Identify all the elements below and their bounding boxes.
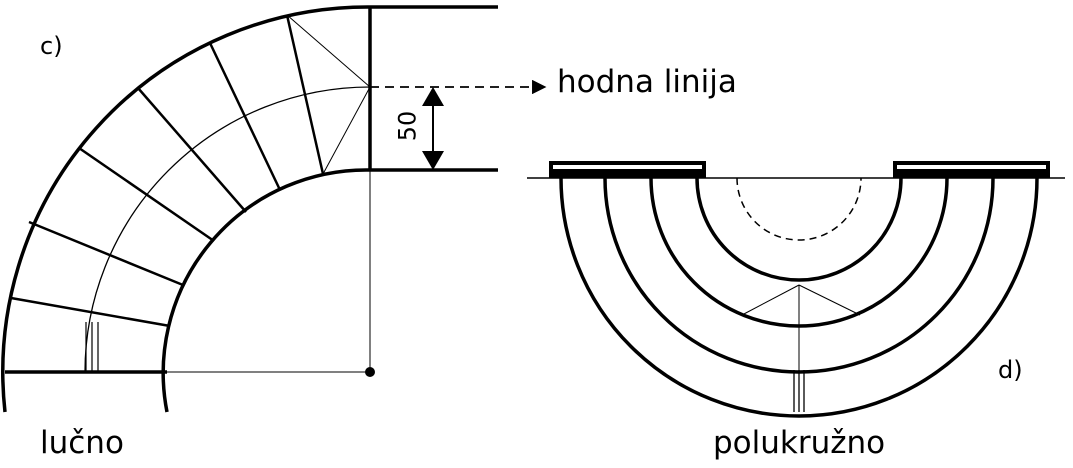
construction-line bbox=[741, 284, 800, 316]
tread-line bbox=[137, 87, 247, 213]
landing-slab-right bbox=[893, 161, 1050, 178]
outer-wall-arc bbox=[1, 5, 371, 413]
inner-wall-arc bbox=[161, 168, 371, 413]
tread-line bbox=[10, 296, 171, 328]
stair-arc bbox=[695, 177, 903, 282]
stair-arc bbox=[559, 177, 1039, 418]
construction-line bbox=[286, 14, 371, 88]
arched-stair-caption: lučno bbox=[40, 425, 124, 461]
tread-line bbox=[285, 14, 325, 175]
dashed-arc bbox=[736, 177, 862, 241]
dimension-arrow-up bbox=[422, 87, 444, 106]
walking-line-arc bbox=[84, 86, 371, 373]
figure-c-label: c) bbox=[40, 32, 63, 60]
tread-line bbox=[28, 220, 184, 287]
landing-slab-left bbox=[549, 161, 706, 178]
dimension-label: 50 bbox=[393, 110, 422, 142]
semicircular-stair-caption: polukružno bbox=[713, 425, 886, 461]
semicircular-stair-figure bbox=[527, 161, 1065, 418]
tread-line bbox=[78, 146, 215, 243]
construction-line bbox=[798, 284, 861, 316]
construction-line bbox=[322, 86, 371, 175]
arched-stair-figure bbox=[1, 5, 498, 413]
tread-line bbox=[208, 42, 282, 191]
dimension-50 bbox=[422, 87, 444, 170]
figure-d-label: d) bbox=[998, 356, 1023, 384]
dimension-arrow-down bbox=[422, 151, 444, 170]
center-point bbox=[365, 367, 375, 377]
walking-line-label: hodna linija bbox=[557, 64, 737, 100]
